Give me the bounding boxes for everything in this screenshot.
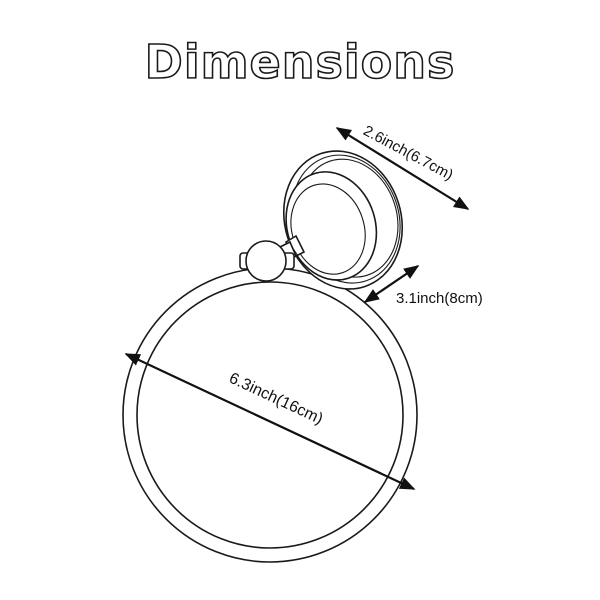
- ring-diameter-label: 6.3inch(16cm): [226, 370, 325, 428]
- base-diameter-arrow: [335, 127, 470, 210]
- ring-outer-edge: [122, 267, 418, 563]
- dimension-ring-diameter: 6.3inch(16cm): [124, 353, 416, 490]
- projection-arrow: [363, 265, 420, 303]
- projection-label: 3.1inch(8cm): [396, 290, 483, 307]
- knob-ball: [245, 240, 287, 282]
- page-title: Dimensions: [145, 35, 456, 89]
- dimension-projection: 3.1inch(8cm): [363, 265, 483, 307]
- towel-ring: [122, 267, 418, 563]
- ring-diameter-arrow: [124, 353, 416, 490]
- ring-inner-edge: [136, 281, 404, 549]
- ring-knob: [239, 240, 295, 282]
